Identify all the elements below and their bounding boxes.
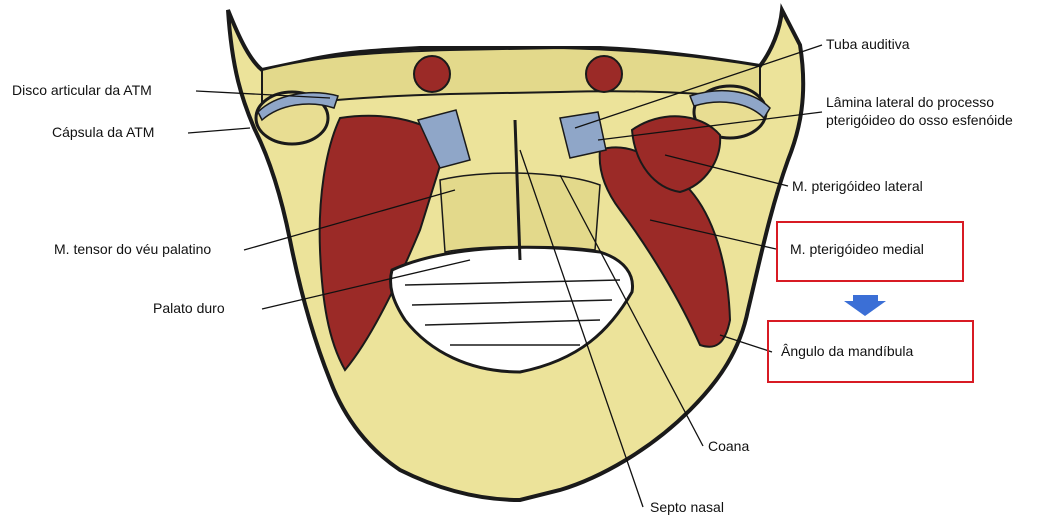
label-septo: Septo nasal	[650, 499, 724, 516]
label-angulo: Ângulo da mandíbula	[781, 343, 913, 360]
label-lamina-2: pterigóideo do osso esfenóide	[826, 112, 1013, 129]
left-vessel	[414, 56, 450, 92]
skull-drawing	[228, 10, 803, 500]
label-pt-medial: M. pterigóideo medial	[790, 241, 924, 258]
label-tuba: Tuba auditiva	[826, 36, 910, 53]
label-palato-duro: Palato duro	[153, 300, 225, 317]
label-coana: Coana	[708, 438, 749, 455]
label-pt-lateral: M. pterigóideo lateral	[792, 178, 923, 195]
label-capsula: Cápsula da ATM	[52, 124, 154, 141]
label-lamina-1: Lâmina lateral do processo	[826, 94, 994, 111]
label-disco-articular: Disco articular da ATM	[12, 82, 152, 99]
down-arrow-icon	[844, 295, 886, 316]
right-vessel	[586, 56, 622, 92]
label-tensor: M. tensor do véu palatino	[54, 241, 211, 258]
